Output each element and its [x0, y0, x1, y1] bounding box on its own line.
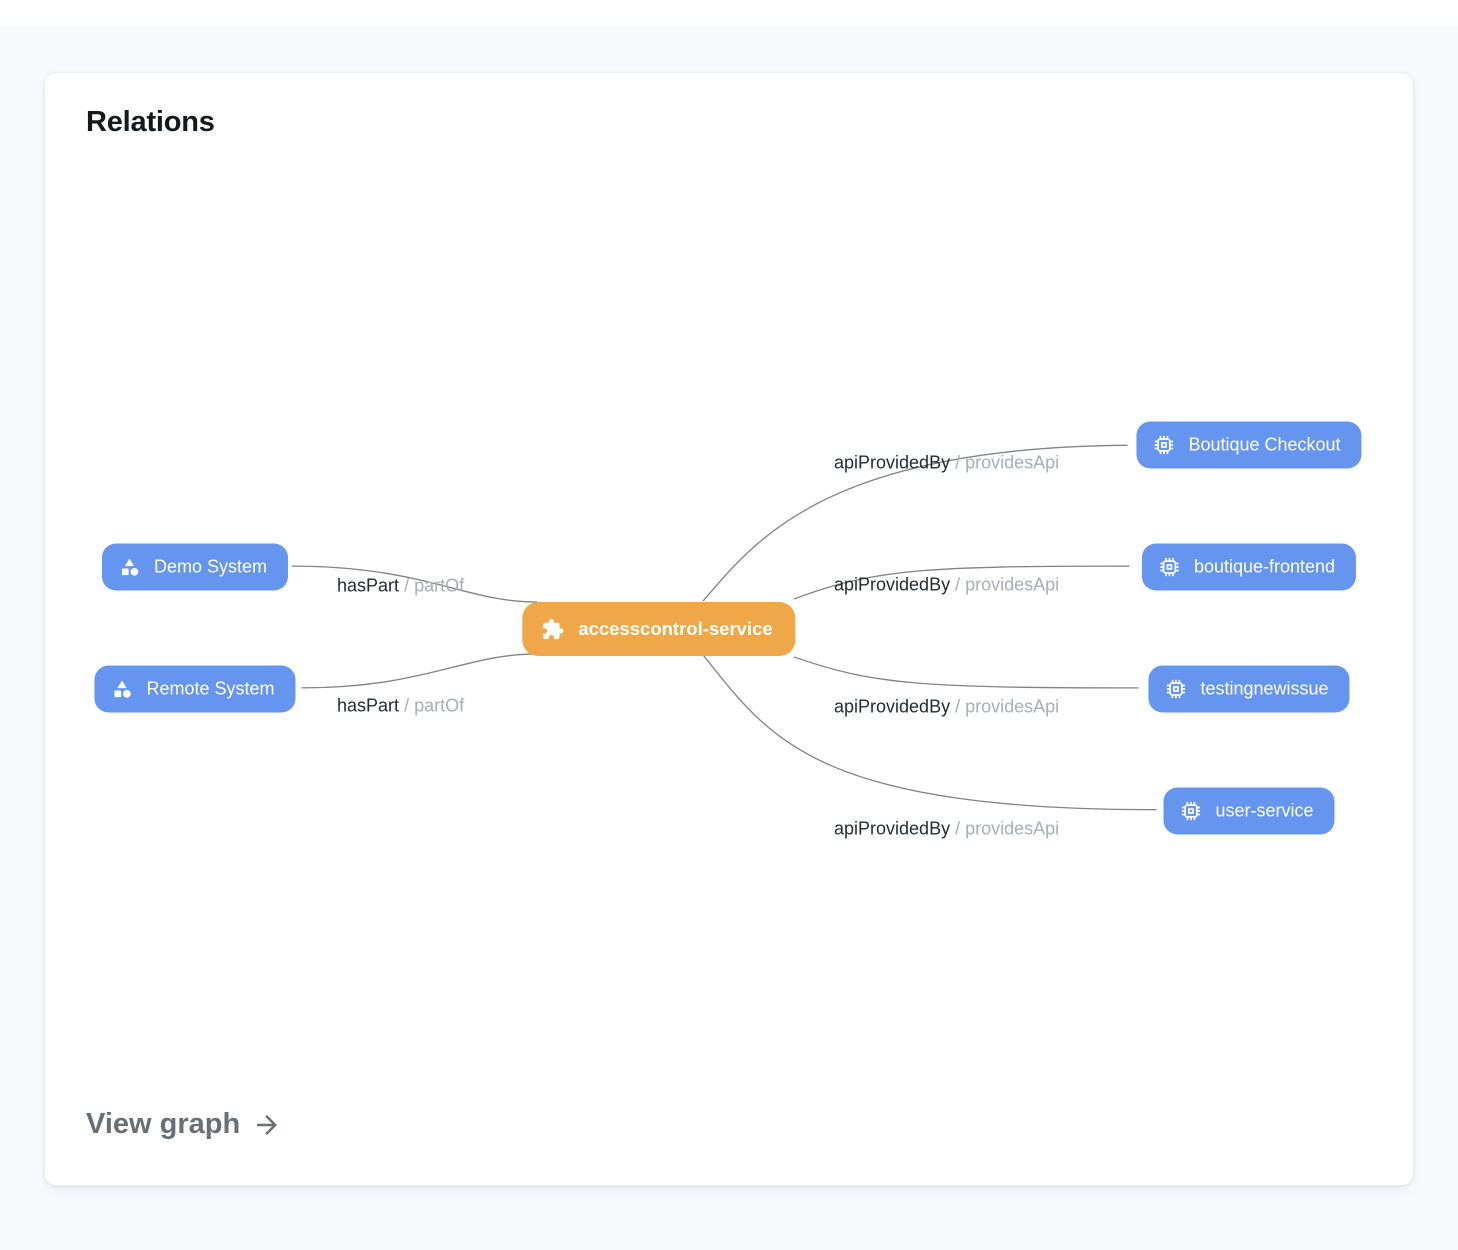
api-chip-icon [1180, 801, 1201, 822]
relations-card: Relations hasPart / partOf hasPart / par… [44, 72, 1414, 1186]
edge-boutique-frontend-apiprovidedby [793, 565, 1130, 600]
edge-label-apiprovidedby-1: apiProvidedBy / providesApi [834, 453, 1059, 474]
node-remote-system[interactable]: Remote System [94, 665, 296, 713]
edge-label-haspart-2: hasPart / partOf [337, 696, 464, 717]
node-accesscontrol-service[interactable]: accesscontrol-service [522, 602, 796, 656]
edge-demo-system-haspart [291, 565, 538, 603]
api-chip-icon [1165, 679, 1186, 700]
view-graph-label: View graph [86, 1108, 241, 1140]
edge-testingnewissue-apiprovidedby [793, 656, 1139, 689]
edge-label-secondary: / providesApi [955, 574, 1060, 595]
node-demo-system[interactable]: Demo System [101, 543, 289, 591]
edge-label-secondary: / providesApi [955, 818, 1060, 839]
edge-label-apiprovidedby-4: apiProvidedBy / providesApi [834, 819, 1059, 840]
puzzle-icon [541, 618, 564, 641]
view-graph-link[interactable]: View graph [86, 1108, 282, 1141]
arrow-right-icon [252, 1110, 282, 1140]
edge-label-primary: apiProvidedBy [834, 574, 951, 595]
edge-label-primary: apiProvidedBy [834, 818, 951, 839]
node-user-service[interactable]: user-service [1163, 787, 1335, 835]
node-label: Boutique Checkout [1188, 434, 1341, 455]
api-chip-icon [1153, 435, 1174, 456]
edge-label-secondary: / providesApi [955, 696, 1060, 717]
edge-remote-system-haspart [301, 653, 538, 689]
node-testingnewissue[interactable]: testingnewissue [1148, 665, 1350, 713]
edge-label-haspart-1: hasPart / partOf [337, 576, 464, 597]
relations-graph: hasPart / partOf hasPart / partOf apiPro… [45, 73, 1413, 1185]
node-boutique-checkout[interactable]: Boutique Checkout [1136, 421, 1362, 469]
edge-label-primary: apiProvidedBy [834, 696, 951, 717]
top-strip [0, 0, 1458, 26]
edge-label-secondary: / providesApi [955, 452, 1060, 473]
edges-layer [291, 444, 1157, 811]
node-boutique-frontend[interactable]: boutique-frontend [1141, 543, 1357, 591]
node-label: accesscontrol-service [578, 618, 773, 639]
edge-label-apiprovidedby-2: apiProvidedBy / providesApi [834, 575, 1059, 596]
system-icon [111, 679, 132, 700]
system-icon [119, 557, 140, 578]
node-label: Demo System [153, 556, 268, 577]
card-title: Relations [86, 106, 215, 138]
edge-label-primary: apiProvidedBy [834, 452, 951, 473]
node-label: boutique-frontend [1193, 556, 1336, 577]
edge-label-primary: hasPart [337, 575, 400, 596]
api-chip-icon [1159, 557, 1180, 578]
edge-user-service-apiprovidedby [702, 654, 1157, 811]
edge-label-primary: hasPart [337, 695, 400, 716]
edge-label-secondary: / partOf [404, 575, 465, 596]
edge-label-apiprovidedby-3: apiProvidedBy / providesApi [834, 697, 1059, 718]
node-label: user-service [1215, 800, 1314, 821]
node-label: testingnewissue [1200, 678, 1329, 699]
node-label: Remote System [146, 678, 275, 699]
edge-label-secondary: / partOf [404, 695, 465, 716]
edge-boutique-checkout-apiprovidedby [702, 444, 1128, 602]
